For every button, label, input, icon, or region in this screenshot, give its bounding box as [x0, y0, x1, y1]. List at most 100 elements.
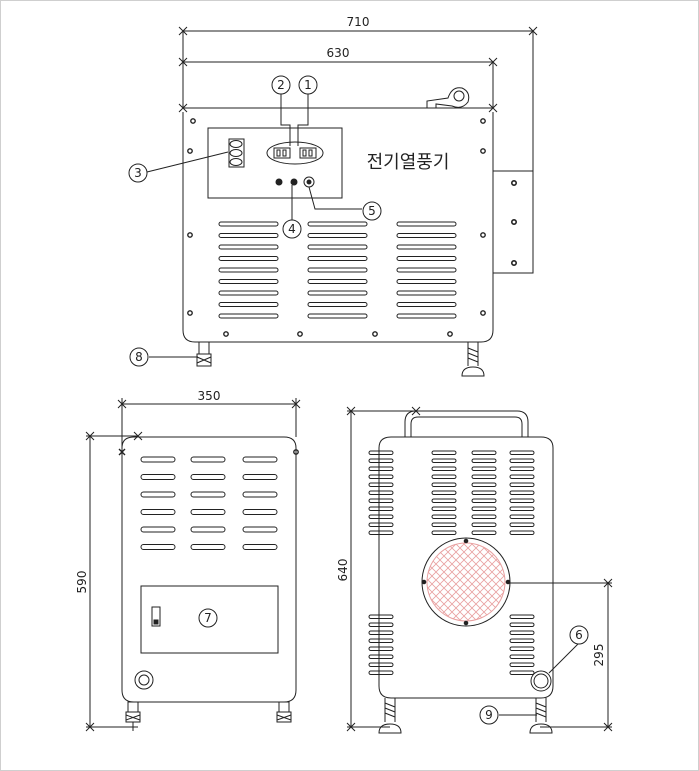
outlet-left: [273, 147, 291, 159]
callout-5: 5: [368, 204, 376, 218]
dimension-640: [346, 406, 421, 732]
louver-slot: [471, 498, 497, 503]
front-view: [146, 26, 538, 377]
louver-slot: [431, 474, 457, 479]
louver-slot: [509, 482, 535, 487]
louver-slot: [431, 482, 457, 487]
louver-slot: [190, 491, 226, 498]
callout-9-balloon: [479, 705, 499, 725]
leader-lines: [146, 94, 362, 358]
louver-slot: [190, 474, 226, 480]
handle-hole: [453, 90, 465, 102]
louver-slot: [368, 662, 394, 667]
front-screws: [187, 118, 486, 337]
louver-slot: [396, 302, 457, 307]
louver-slot: [431, 530, 457, 535]
access-door: [140, 585, 279, 654]
louver-slot: [471, 458, 497, 463]
louver-slot: [368, 506, 394, 511]
louver-slot: [431, 490, 457, 495]
louver-slot: [307, 267, 368, 273]
carry-handle: [404, 410, 529, 437]
louver-slot: [368, 630, 394, 635]
louver-slot: [509, 506, 535, 511]
louver-slot: [307, 290, 368, 296]
callout-4-balloon: [282, 219, 302, 239]
louver-slot: [431, 506, 457, 511]
louver-slot: [368, 474, 394, 479]
louver-slot: [396, 244, 457, 250]
louver-slot: [140, 509, 176, 515]
louver-slot: [190, 544, 226, 550]
dimension-630: [178, 57, 498, 108]
rear-body: [378, 436, 554, 699]
louver-slot: [509, 654, 535, 659]
louver-slot: [368, 622, 394, 627]
louver-slot: [140, 491, 176, 498]
rear-louvers: [368, 450, 535, 675]
louver-slot: [396, 290, 457, 296]
louver-slot: [368, 654, 394, 659]
louver-slot: [140, 456, 176, 463]
louver-slot: [509, 614, 535, 619]
callout-8: 8: [135, 350, 143, 364]
dim-label-630: 630: [327, 46, 350, 60]
side-caster-left: [125, 701, 141, 731]
panel-title: 전기열풍기: [367, 152, 450, 173]
louver-slot: [307, 313, 368, 319]
rear-view: [346, 406, 613, 734]
callout-1: 1: [304, 78, 312, 92]
louver-slot: [509, 514, 535, 519]
louver-slot: [509, 490, 535, 495]
louver-slot: [471, 530, 497, 535]
fan-opening: [421, 537, 511, 627]
front-foot-right: [461, 342, 485, 377]
louver-slot: [140, 474, 176, 480]
louver-slot: [431, 498, 457, 503]
louver-slot: [509, 522, 535, 527]
lifting-handle: [426, 87, 470, 108]
louver-slot: [307, 221, 368, 227]
louver-slot: [242, 509, 278, 515]
louver-slot: [431, 458, 457, 463]
louver-slot: [509, 474, 535, 479]
dim-label-590: 590: [75, 571, 89, 594]
louver-slot: [140, 544, 176, 550]
callout-8-balloon: [129, 347, 149, 367]
louver-slot: [368, 514, 394, 519]
louver-slot: [396, 279, 457, 284]
callout-9: 9: [485, 708, 493, 722]
louver-slot: [368, 482, 394, 487]
louver-slot: [509, 670, 535, 675]
callout-7: 7: [204, 611, 212, 625]
louver-slot: [509, 458, 535, 463]
louver-slot: [218, 302, 279, 307]
louver-slot: [471, 466, 497, 471]
callout-5-balloon: [362, 201, 382, 221]
louver-slot: [509, 622, 535, 627]
louver-slot: [471, 450, 497, 455]
louver-slot: [307, 279, 368, 284]
dim-label-640: 640: [336, 559, 350, 582]
louver-slot: [509, 638, 535, 643]
louver-slot: [307, 302, 368, 307]
side-view: [85, 398, 301, 732]
rear-leader-lines: [499, 642, 580, 716]
louver-slot: [218, 244, 279, 250]
louver-slot: [471, 490, 497, 495]
louver-slot: [431, 466, 457, 471]
dim-label-710: 710: [347, 15, 370, 29]
louver-slot: [509, 450, 535, 455]
louver-slot: [242, 491, 278, 498]
louver-slot: [368, 450, 394, 455]
louver-slot: [368, 670, 394, 675]
louver-slot: [396, 313, 457, 319]
louver-slot: [509, 630, 535, 635]
callout-3-balloon: [128, 163, 148, 183]
louver-slot: [242, 474, 278, 480]
louver-slot: [307, 244, 368, 250]
louver-slot: [396, 267, 457, 273]
outlet-right: [299, 147, 317, 159]
louver-slot: [431, 514, 457, 519]
